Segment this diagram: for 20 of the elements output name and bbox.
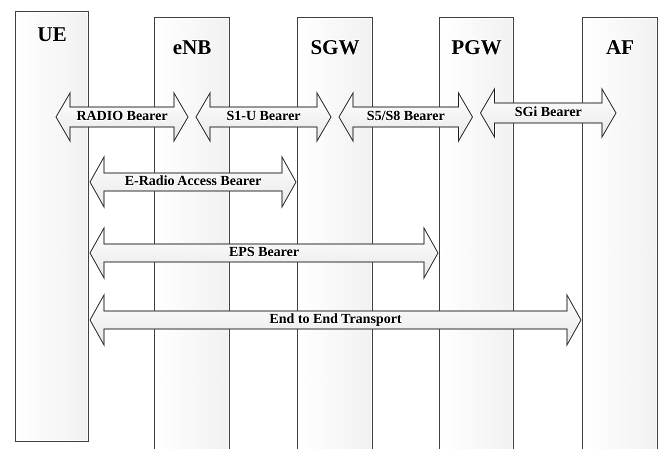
entity-label: AF — [605, 35, 635, 60]
entity-label: UE — [36, 22, 68, 47]
entity-label: SGW — [309, 35, 360, 60]
edge-label: E-Radio Access Bearer — [124, 174, 262, 190]
double-arrow — [480, 87, 617, 139]
entity-label: eNB — [172, 35, 212, 60]
entity-column — [582, 17, 658, 449]
edge-label: SGi Bearer — [514, 105, 582, 121]
double-arrow — [89, 293, 582, 347]
double-arrow — [89, 155, 297, 209]
entity-label: PGW — [450, 35, 503, 60]
edge-label: RADIO Bearer — [76, 109, 168, 125]
double-arrow — [55, 91, 189, 143]
edge-label: S1-U Bearer — [226, 109, 300, 125]
double-arrow — [195, 91, 332, 143]
edge-label: EPS Bearer — [228, 245, 300, 261]
double-arrow — [89, 226, 439, 280]
edge-label: End to End Transport — [269, 312, 402, 328]
double-arrow — [338, 91, 474, 143]
edge-label: S5/S8 Bearer — [366, 109, 445, 125]
